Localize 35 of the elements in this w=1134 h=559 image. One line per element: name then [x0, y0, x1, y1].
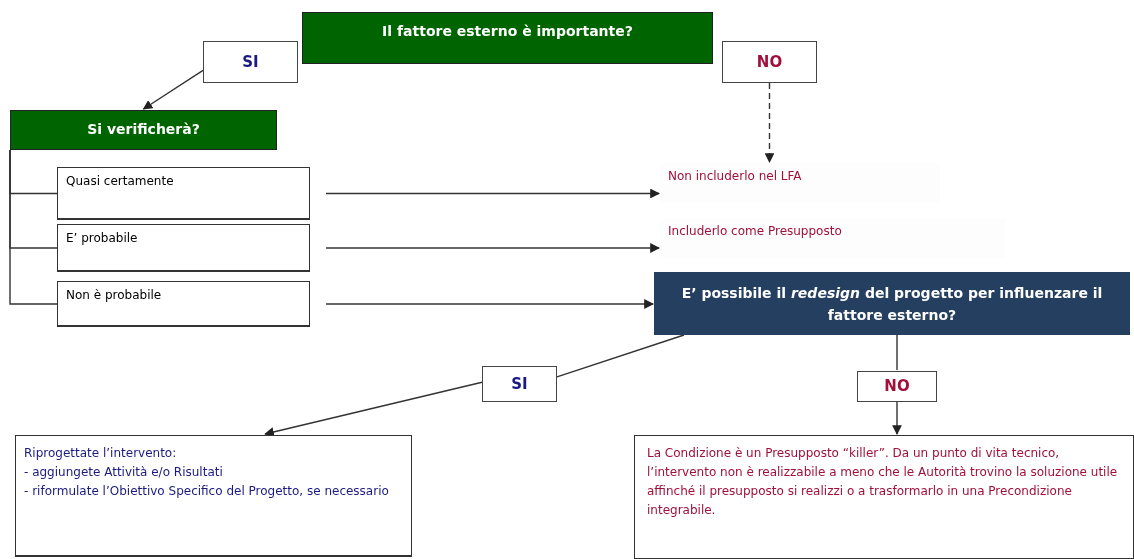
- node-text: E’ possibile il redesign del progetto per influenzare il fattore esterno?: [680, 283, 1104, 325]
- node-text: SI: [242, 51, 259, 73]
- node-text: Il fattore esterno è importante?: [382, 22, 633, 41]
- connector-arrow: [325, 299, 654, 309]
- option-box: [57, 224, 310, 272]
- outcome-box: [15, 435, 412, 557]
- node-text: SI: [511, 373, 528, 395]
- decision-box: [302, 12, 713, 64]
- answer-box: [203, 41, 298, 83]
- node-text: NO: [756, 51, 783, 73]
- node-text: E’ probabile: [66, 230, 139, 247]
- node-text: Non includerlo nel LFA: [668, 168, 803, 185]
- node-text: NO: [884, 376, 910, 398]
- node-text: - aggiungete Attività e/o Risultati: [24, 464, 224, 481]
- connector-arrow: [142, 69, 204, 110]
- connector-arrow: [264, 381, 483, 437]
- connector-arrow: [325, 243, 660, 253]
- node-text: Non è probabile: [66, 287, 163, 304]
- answer-box: [482, 366, 557, 402]
- answer-box: [722, 41, 817, 83]
- option-box: [57, 167, 310, 220]
- decision-box: [10, 110, 277, 150]
- node-text: - riformulate l’Obiettivo Specifico del Progetto, se necessario: [24, 483, 390, 500]
- option-box: [57, 281, 310, 327]
- node-text: Includerlo come Presupposto: [668, 223, 843, 240]
- decision-box: [654, 272, 1130, 335]
- connector-arrow: [325, 188, 660, 199]
- node-text: La Condizione è un Presupposto “killer”. Da un punto di vita tecnico, l’intervento non è realizzabile a meno che le Autorità trovino la soluzione utile affinché il presupposto si realizzi o a trasformarlo in una Precondizione integrabile.: [647, 445, 1119, 519]
- node-text: Quasi certamente: [66, 173, 175, 190]
- connector-arrow: [892, 401, 902, 435]
- connector-arrow: [764, 82, 775, 163]
- answer-box: [857, 371, 937, 402]
- node-text: Riprogettate l’intervento:: [24, 445, 178, 462]
- node-text: Si verificherà?: [87, 120, 200, 139]
- outcome-box: [634, 435, 1134, 559]
